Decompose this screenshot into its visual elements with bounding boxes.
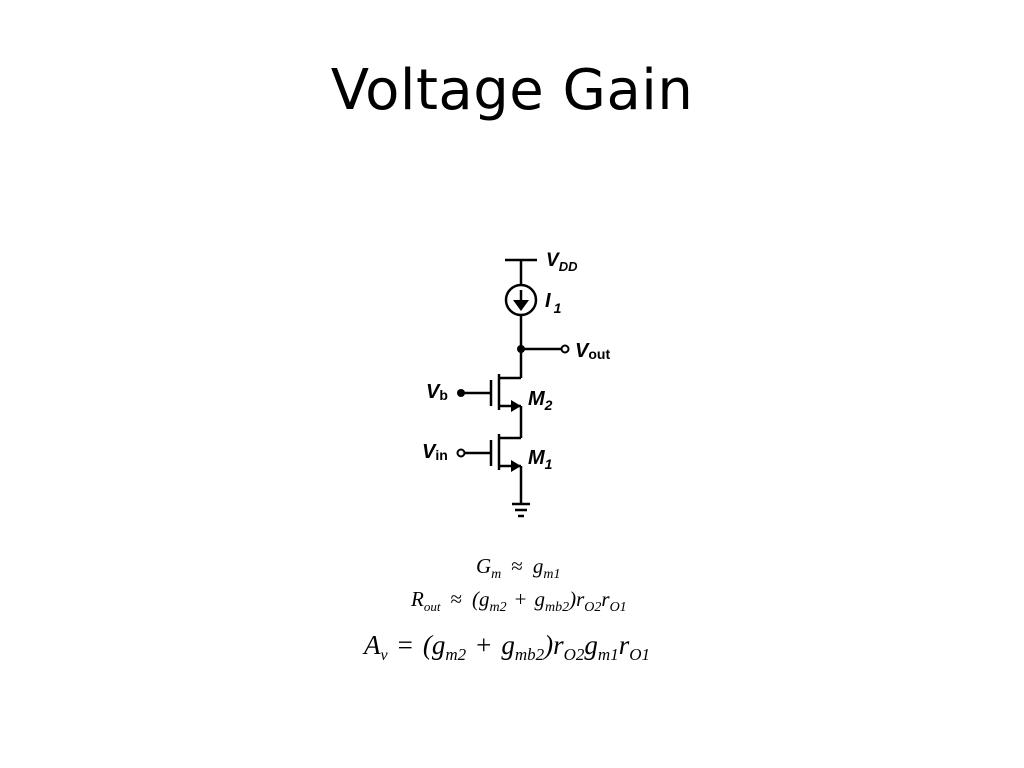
eq-rout-rhs3: )r (568, 587, 585, 611)
eq-gm-lhs-sub: m (491, 567, 501, 582)
m2-label: M2 (528, 388, 553, 413)
current-source-label-sub: 1 (554, 300, 562, 316)
eq-av-rhs4: g (584, 630, 598, 660)
eq-av-rhs1: (g (423, 630, 446, 660)
m1-label: M1 (528, 447, 553, 472)
transistor-m2 (461, 374, 521, 412)
eq-gm-op: ≈ (511, 554, 523, 578)
eq-av-plus: + (476, 630, 491, 660)
transistor-m1 (465, 434, 521, 472)
eq-av-rhs4-sub: m1 (598, 645, 619, 664)
vin-label-main: V (422, 441, 437, 463)
vb-label-main: V (426, 381, 441, 403)
equation-av: Av=(gm2+gmb2)rO2gm1rO1 (362, 630, 650, 664)
vb-label: Vb (426, 381, 448, 403)
eq-rout-rhs2-sub: mb2 (545, 600, 569, 615)
m1-label-sub: 1 (545, 456, 553, 472)
eq-av-rhs3-sub: O2 (564, 645, 585, 664)
eq-av-lhs: A (362, 630, 381, 660)
vdd-label-sub: DD (559, 259, 578, 274)
eq-rout-rhs1: (g (472, 587, 490, 611)
eq-rout-rhs4-sub: O1 (610, 600, 627, 615)
eq-rout-rhs3-sub: O2 (584, 600, 601, 615)
vb-label-sub: b (439, 387, 448, 403)
eq-rout-plus: + (515, 587, 527, 611)
vdd-label-main: V (546, 250, 560, 271)
eq-av-lhs-sub: v (381, 647, 389, 664)
eq-av-rhs5: r (619, 630, 630, 660)
eq-rout-lhs-sub: out (424, 599, 441, 614)
slide-title: Voltage Gain (330, 58, 694, 123)
ground-icon (512, 502, 530, 518)
vout-label-main: V (575, 340, 590, 362)
eq-gm-rhs: g (533, 554, 544, 578)
m1-label-main: M (528, 447, 546, 469)
eq-rout-op: ≈ (450, 587, 462, 611)
eq-rout-rhs4: r (601, 587, 610, 611)
vin-label-sub: in (435, 447, 447, 463)
eq-av-rhs5-sub: O1 (629, 645, 650, 664)
m1-source-arrow (511, 460, 521, 472)
current-source-arrow-head (513, 300, 529, 311)
vin-terminal (456, 448, 466, 458)
equation-gm: Gm ≈ gm1 (476, 554, 560, 582)
eq-av-rhs2: g (501, 630, 515, 660)
m2-label-main: M (528, 388, 546, 410)
eq-rout-lhs: R (410, 587, 424, 611)
eq-rout-rhs1-sub: m2 (489, 600, 506, 615)
eq-av-rhs2-sub: mb2 (515, 645, 545, 664)
vout-label: Vout (575, 340, 610, 362)
eq-av-op: = (398, 630, 413, 660)
vout-label-sub: out (588, 346, 610, 362)
m2-label-sub: 2 (544, 397, 553, 413)
vout-terminal (560, 344, 570, 354)
vdd-label: VDD (546, 250, 578, 274)
current-source-label-main: I (545, 290, 551, 312)
eq-rout-rhs2: g (534, 587, 545, 611)
eq-av-rhs3: )r (542, 630, 564, 660)
eq-gm-rhs-sub: m1 (543, 567, 560, 582)
eq-gm-lhs: G (476, 554, 491, 578)
eq-av-rhs1-sub: m2 (445, 645, 466, 664)
vb-terminal (457, 389, 465, 397)
equation-rout: Rout ≈ (gm2 + gmb2)rO2rO1 (410, 587, 627, 615)
m2-source-arrow (511, 400, 521, 412)
vin-label: Vin (422, 441, 448, 463)
